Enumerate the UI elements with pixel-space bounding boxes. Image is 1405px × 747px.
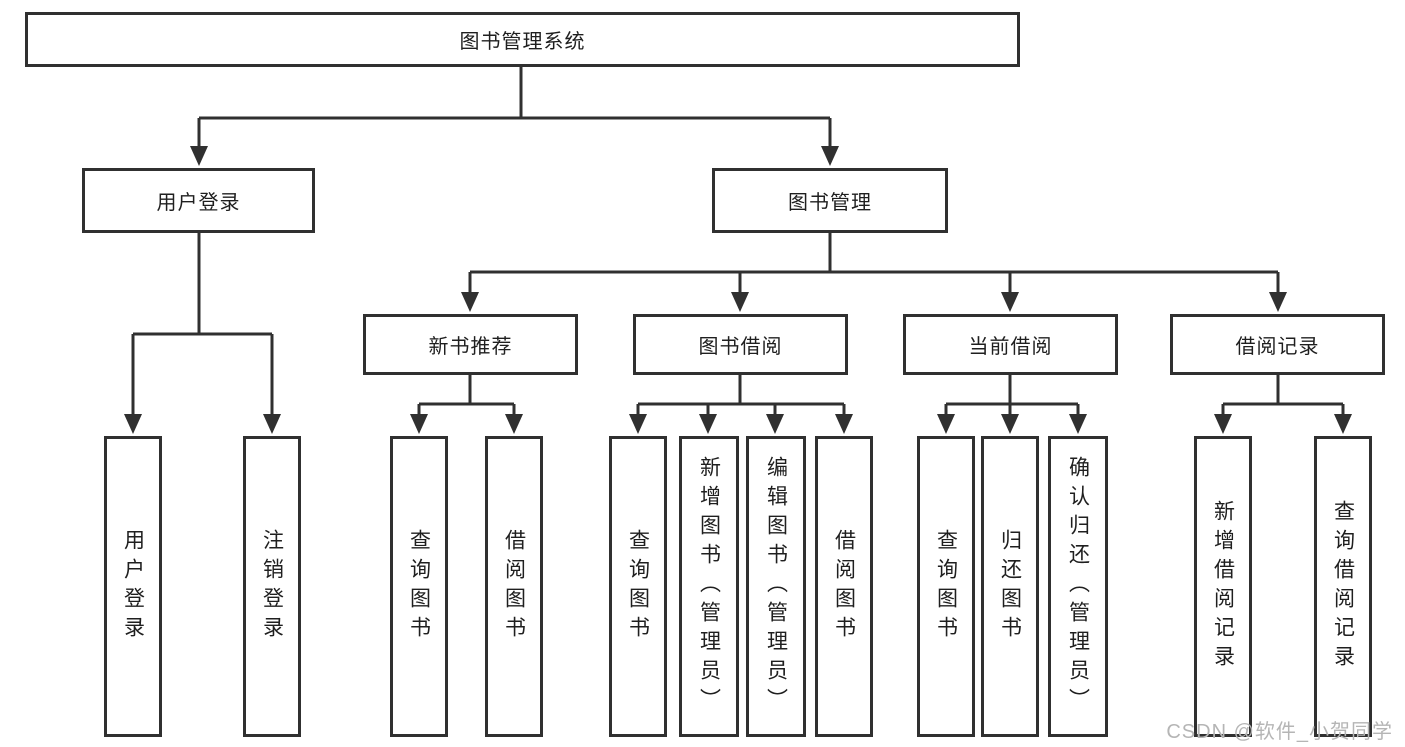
leaf-borrowing-borrow-books-label: 借阅图书: [832, 528, 856, 645]
leaf-recommend-query-books-label: 查询图书: [407, 528, 431, 645]
node-book-management: 图书管理: [712, 168, 948, 233]
leaf-recommend-borrow-books-label: 借阅图书: [502, 528, 526, 645]
leaf-current-query-books: 查询图书: [917, 436, 975, 737]
node-book-management-label: 图书管理: [788, 192, 872, 214]
leaf-logout: 注销登录: [243, 436, 301, 737]
leaf-confirm-return-admin-label: 确认归还（管理员）: [1066, 456, 1090, 717]
leaf-recommend-borrow-books: 借阅图书: [485, 436, 543, 737]
leaf-edit-books-admin: 编辑图书（管理员）: [746, 436, 806, 737]
node-book-borrowing: 图书借阅: [633, 314, 848, 375]
leaf-current-query-books-label: 查询图书: [934, 528, 958, 645]
node-user-login: 用户登录: [82, 168, 315, 233]
leaf-logout-label: 注销登录: [260, 528, 284, 645]
node-library-system-label: 图书管理系统: [459, 31, 586, 53]
node-library-system: 图书管理系统: [25, 12, 1020, 67]
leaf-user-login: 用户登录: [104, 436, 162, 737]
node-borrowing-records-label: 借阅记录: [1235, 336, 1320, 358]
leaf-query-borrow-record-label: 查询借阅记录: [1331, 499, 1355, 674]
node-new-book-recommend-label: 新书推荐: [428, 336, 513, 358]
leaf-user-login-label: 用户登录: [121, 528, 145, 645]
leaf-add-borrow-record-label: 新增借阅记录: [1211, 499, 1235, 674]
node-new-book-recommend: 新书推荐: [363, 314, 578, 375]
leaf-add-books-admin: 新增图书（管理员）: [679, 436, 739, 737]
leaf-return-books: 归还图书: [981, 436, 1039, 737]
leaf-borrowing-borrow-books: 借阅图书: [815, 436, 873, 737]
csdn-watermark: CSDN @软件_小贺同学: [1166, 721, 1393, 743]
node-book-borrowing-label: 图书借阅: [698, 336, 783, 358]
node-borrowing-records: 借阅记录: [1170, 314, 1385, 375]
leaf-return-books-label: 归还图书: [998, 528, 1022, 645]
node-current-borrowing: 当前借阅: [903, 314, 1118, 375]
leaf-recommend-query-books: 查询图书: [390, 436, 448, 737]
leaf-confirm-return-admin: 确认归还（管理员）: [1048, 436, 1108, 737]
node-current-borrowing-label: 当前借阅: [968, 336, 1053, 358]
leaf-edit-books-admin-label: 编辑图书（管理员）: [764, 456, 788, 717]
leaf-borrowing-query-books: 查询图书: [609, 436, 667, 737]
leaf-add-borrow-record: 新增借阅记录: [1194, 436, 1252, 737]
leaf-borrowing-query-books-label: 查询图书: [626, 528, 650, 645]
leaf-query-borrow-record: 查询借阅记录: [1314, 436, 1372, 737]
node-user-login-label: 用户登录: [156, 192, 241, 214]
leaf-add-books-admin-label: 新增图书（管理员）: [697, 456, 721, 717]
